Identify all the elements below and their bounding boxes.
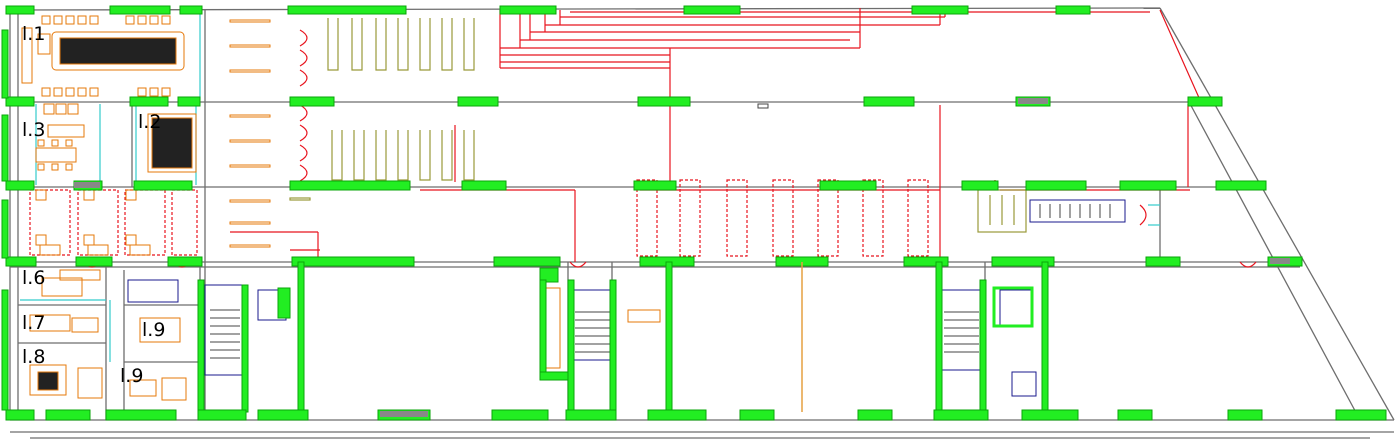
walls: [9, 7, 1395, 439]
room-label-9-lower: l.9: [120, 365, 143, 387]
chairs-bottom: [41, 87, 171, 97]
stair-treads: [210, 204, 1111, 359]
room-label-3: l.3: [22, 119, 45, 141]
room-label-6: l.6: [22, 267, 45, 289]
fixtures: [74, 98, 1290, 417]
room-label-7: l.7: [22, 312, 45, 334]
chairs-top: [41, 15, 171, 25]
columns: [1, 5, 1387, 421]
room-label-8: l.8: [22, 346, 45, 368]
shelving: [289, 18, 1027, 233]
room-label-2: l.2: [138, 111, 161, 133]
room-labels: l.1 l.3 l.2 l.6 l.7 l.9 l.8 l.9: [22, 23, 165, 387]
ducts: [29, 8, 1257, 268]
room-label-9-upper: l.9: [142, 319, 165, 341]
room-label-1: l.1: [22, 23, 45, 45]
